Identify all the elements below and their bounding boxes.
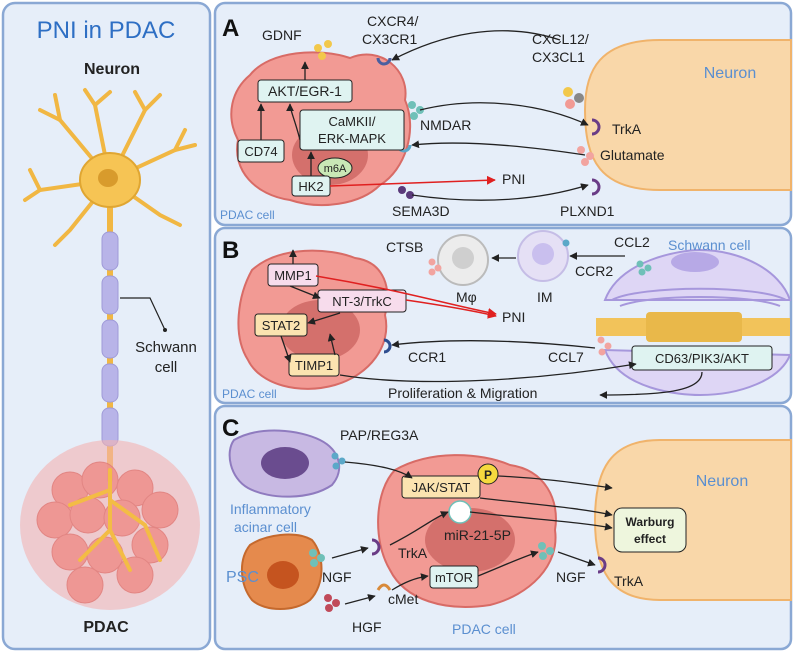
panel-c-hgf: HGF <box>352 619 382 635</box>
panel-c-trka-receptor-left <box>371 538 381 556</box>
panel-b-ligand-dots <box>428 239 652 356</box>
panel-a-cxcr4-receptor <box>376 57 392 66</box>
panel-a-cell-label: PDAC cell <box>220 208 275 222</box>
panel-a-m6a: m6A <box>324 163 347 175</box>
panel-c-neuron-terminal <box>593 439 792 601</box>
panel-b-letter: B <box>222 237 239 264</box>
schwann-label-2: cell <box>155 359 178 376</box>
panel-c-mir-vesicle <box>448 500 472 524</box>
panel-a-cxcr4-line2: CX3CR1 <box>362 31 417 47</box>
panel-b-nt3: NT-3/TrkC <box>332 294 391 309</box>
panel-b-ccl2: CCL2 <box>614 234 650 250</box>
schwann-sheath <box>101 231 119 447</box>
panel-a-cxcl12-line2: CX3CL1 <box>532 49 585 65</box>
panel-c-warburg-line1: Warburg <box>626 515 675 529</box>
panel-b-ccr1-receptor <box>383 338 392 354</box>
panel-c-trka-receptor-right <box>597 556 607 574</box>
panel-c-acinar-line1: Inflammatory <box>230 501 311 517</box>
panel-a-pni: PNI <box>502 171 525 187</box>
pdac-label: PDAC <box>83 619 129 636</box>
panel-b-ccr2: CCR2 <box>575 263 613 279</box>
panel-c-mir: miR-21-5P <box>444 527 511 543</box>
schwann-label-1: Schwann <box>135 339 197 356</box>
panel-b-timp1: TIMP1 <box>295 358 333 373</box>
panel-a-ligand-dots <box>314 40 594 199</box>
pdac-tumor-mass <box>20 440 200 610</box>
panel-a-trka: TrkA <box>612 121 642 137</box>
panel-c-ligand-dots <box>309 452 554 612</box>
panel-b: B Schwann cell CTSB Mφ IM CCL2 CCR2 MMP1… <box>213 226 793 405</box>
panel-a-hk2: HK2 <box>298 179 323 194</box>
panel-c-psc: PSC <box>226 569 259 586</box>
panel-c-letter: C <box>222 415 239 442</box>
panel-c-jak-box <box>401 475 481 499</box>
panel-b-ccl7: CCL7 <box>548 349 584 365</box>
panel-c-p: P <box>484 468 492 482</box>
panel-b-mphi: Mφ <box>456 289 477 305</box>
panel-b-ccr1: CCR1 <box>408 349 446 365</box>
panel-b-red-arrows <box>315 275 497 319</box>
panel-a-sema3d: SEMA3D <box>392 203 450 219</box>
panel-a-gdnf: GDNF <box>262 27 302 43</box>
panel-a-akt: AKT/EGR-1 <box>268 83 342 99</box>
panel-b-cd63-box <box>631 345 773 371</box>
panel-b-arrows <box>280 249 703 399</box>
panel-b-cd63: CD63/PIK3/AKT <box>655 351 749 366</box>
neuron-nucleus <box>98 169 118 187</box>
panel-a-arrows <box>257 30 589 201</box>
panel-c-warburg-line2: effect <box>634 532 666 546</box>
panel-b-proliferation: Proliferation & Migration <box>388 385 537 401</box>
panel-c-ngf-right: NGF <box>556 569 586 585</box>
panel-b-schwann-label: Schwann cell <box>668 237 751 253</box>
panel-a-m6a-badge <box>317 157 353 179</box>
panel-a-cxcl12-line1: CXCL12/ <box>532 31 589 47</box>
left-panel: PNI in PDAC Neuron <box>1 1 212 651</box>
left-panel-title: PNI in PDAC <box>37 17 176 44</box>
panel-a-neuron-label: Neuron <box>704 65 756 82</box>
panel-c-mtor: mTOR <box>435 570 473 585</box>
panel-c-pap: PAP/REG3A <box>340 427 419 443</box>
panel-c-warburg-box <box>613 507 687 553</box>
panel-b-stat2: STAT2 <box>262 318 301 333</box>
panel-a-glutamate: Glutamate <box>600 147 665 163</box>
panel-c-ngf-left: NGF <box>322 569 352 585</box>
panel-b-cell-label: PDAC cell <box>222 387 277 401</box>
panel-c-mtor-box <box>429 565 479 589</box>
panel-c-jak: JAK/STAT <box>412 480 471 495</box>
panel-b-nt3-box <box>317 289 407 313</box>
panel-a: A Neuron GDNF CXCR4/ CX3CR1 CXCL12/ CX3C… <box>213 1 793 227</box>
panel-a-red-arrow-pni <box>329 175 496 187</box>
panel-c-cmet-receptor <box>376 583 392 591</box>
panel-c-nucleus <box>425 508 515 572</box>
panel-c-trka-right: TrkA <box>614 573 644 589</box>
panel-a-camkii-line1: CaMKII/ <box>329 114 376 129</box>
panel-a-camkii-box <box>299 109 405 151</box>
panel-c-cmet: cMet <box>388 591 418 607</box>
panel-a-cxcr4-line1: CXCR4/ <box>367 13 418 29</box>
panel-b-ctsb: CTSB <box>386 239 423 255</box>
panel-a-cd74: CD74 <box>244 144 277 159</box>
panel-a-letter: A <box>222 15 239 42</box>
panel-c-acinar-line2: acinar cell <box>234 519 297 535</box>
panel-c-cell-label: PDAC cell <box>452 621 516 637</box>
panel-b-pni: PNI <box>502 309 525 325</box>
panel-a-trka-receptor <box>591 118 601 136</box>
neuron-label: Neuron <box>84 61 140 78</box>
panel-c-neuron-label: Neuron <box>696 473 748 490</box>
panel-a-plxnd1: PLXND1 <box>560 203 615 219</box>
schwann-pointer <box>120 297 166 331</box>
panel-c-trka-left: TrkA <box>398 545 428 561</box>
panel-a-neuron-terminal <box>583 39 792 191</box>
panel-b-im: IM <box>537 289 553 305</box>
panel-b-mmp1: MMP1 <box>274 268 312 283</box>
panel-c-arrows <box>331 461 613 605</box>
panel-a-plxnd1-receptor <box>591 178 601 196</box>
panel-b-timp1-box <box>288 353 340 377</box>
panel-c: C Neuron PAP/REG3A Inflammatory acinar c… <box>213 404 793 651</box>
panel-a-nmdar: NMDAR <box>420 117 471 133</box>
panel-c-phospho-badge <box>477 463 499 485</box>
panel-a-camkii-line2: ERK-MAPK <box>318 131 386 146</box>
